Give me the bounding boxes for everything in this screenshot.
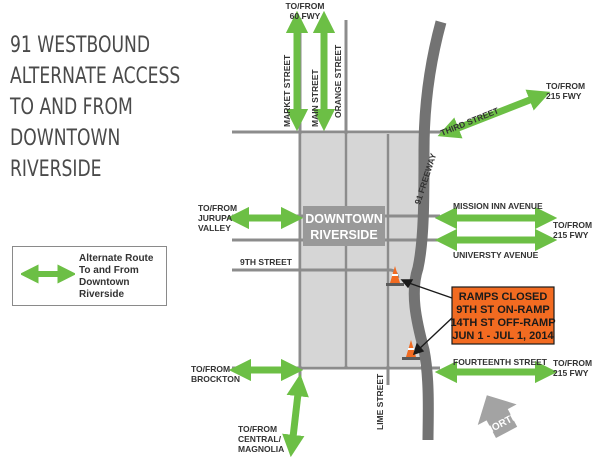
legend-line: Riverside [79, 289, 125, 300]
title-line: DOWNTOWN [10, 126, 121, 151]
destination-fwy60: TO/FROM 60 FWY [285, 1, 324, 21]
map-legend: Alternate Route To and From Downtown Riv… [12, 246, 167, 306]
svg-text:60 FWY: 60 FWY [290, 11, 321, 21]
svg-text:TO/FROM: TO/FROM [285, 1, 324, 11]
destination-fwy215-fourteenth: TO/FROM 215 FWY [553, 358, 592, 378]
legend-line: To and From [79, 265, 139, 276]
svg-text:MAGNOLIA: MAGNOLIA [238, 444, 284, 454]
downtown-label-line: DOWNTOWN [305, 212, 383, 226]
double-arrow-icon [21, 264, 75, 284]
street-label-main: MAIN STREET [310, 69, 320, 127]
ramp-closure-box: RAMPS CLOSED 9TH ST ON-RAMP 14TH ST OFF-… [450, 286, 556, 345]
svg-text:TO/FROM: TO/FROM [546, 81, 585, 91]
street-label-university: UNIVERSTY AVENUE [453, 250, 539, 260]
title-line: RIVERSIDE [10, 157, 102, 182]
svg-text:VALLEY: VALLEY [198, 223, 231, 233]
street-label-ninth: 9TH STREET [240, 257, 293, 267]
destination-fwy215-third: TO/FROM 215 FWY [546, 81, 585, 101]
svg-text:TO/FROM: TO/FROM [198, 203, 237, 213]
legend-text: Alternate Route To and From Downtown Riv… [79, 253, 153, 301]
svg-text:CENTRAL/: CENTRAL/ [238, 434, 282, 444]
title-line: ALTERNATE ACCESS [10, 64, 181, 89]
legend-line: Alternate Route [79, 253, 154, 264]
downtown-label-box: DOWNTOWN RIVERSIDE [303, 206, 385, 246]
svg-text:TO/FROM: TO/FROM [191, 364, 230, 374]
route-third-street[interactable] [437, 89, 551, 139]
alternate-routes[interactable] [226, 10, 558, 458]
svg-text:JURUPA: JURUPA [198, 213, 232, 223]
svg-text:TO/FROM: TO/FROM [553, 358, 592, 368]
street-label-lime: LIME STREET [375, 373, 385, 430]
svg-text:215 FWY: 215 FWY [553, 230, 589, 240]
freeway-91-line [408, 20, 447, 441]
street-label-market: MARKET STREET [282, 54, 292, 127]
destination-fwy215-mission: TO/FROM 215 FWY [553, 220, 592, 240]
street-label-mission-inn: MISSION INN AVENUE [453, 201, 543, 211]
city-block [348, 134, 386, 366]
map-title: 91 WESTBOUND ALTERNATE ACCESS TO AND FRO… [10, 30, 181, 185]
svg-text:215 FWY: 215 FWY [553, 368, 589, 378]
closure-line: RAMPS CLOSED [459, 291, 548, 303]
traffic-cone-icon [386, 266, 404, 286]
street-label-third: THIRD STREET [439, 105, 501, 138]
north-arrow-icon: NORTH [477, 395, 520, 438]
city-block [302, 134, 344, 366]
destination-jurupa: TO/FROM JURUPA VALLEY [198, 203, 237, 233]
downtown-label-line: RIVERSIDE [310, 228, 377, 242]
route-magnolia[interactable] [282, 373, 309, 458]
closure-line: 14TH ST OFF-RAMP [450, 317, 555, 329]
title-line: TO AND FROM [10, 95, 133, 120]
street-label-orange: ORANGE STREET [333, 44, 343, 118]
svg-text:TO/FROM: TO/FROM [238, 424, 277, 434]
svg-text:215 FWY: 215 FWY [546, 91, 582, 101]
svg-text:BROCKTON: BROCKTON [191, 374, 240, 384]
closure-line: 9TH ST ON-RAMP [456, 304, 550, 316]
destination-magnolia: TO/FROM CENTRAL/ MAGNOLIA [238, 424, 284, 454]
legend-line: Downtown [79, 277, 130, 288]
traffic-cone-icon [402, 340, 420, 360]
destination-brockton: TO/FROM BROCKTON [191, 364, 240, 384]
closure-line: JUN 1 - JUL 1, 2014 [452, 330, 554, 342]
closure-pointers [400, 279, 453, 356]
downtown-blocks [302, 134, 420, 366]
title-line: 91 WESTBOUND [10, 33, 151, 58]
street-label-fourteenth: FOURTEENTH STREET [453, 357, 548, 367]
svg-text:TO/FROM: TO/FROM [553, 220, 592, 230]
